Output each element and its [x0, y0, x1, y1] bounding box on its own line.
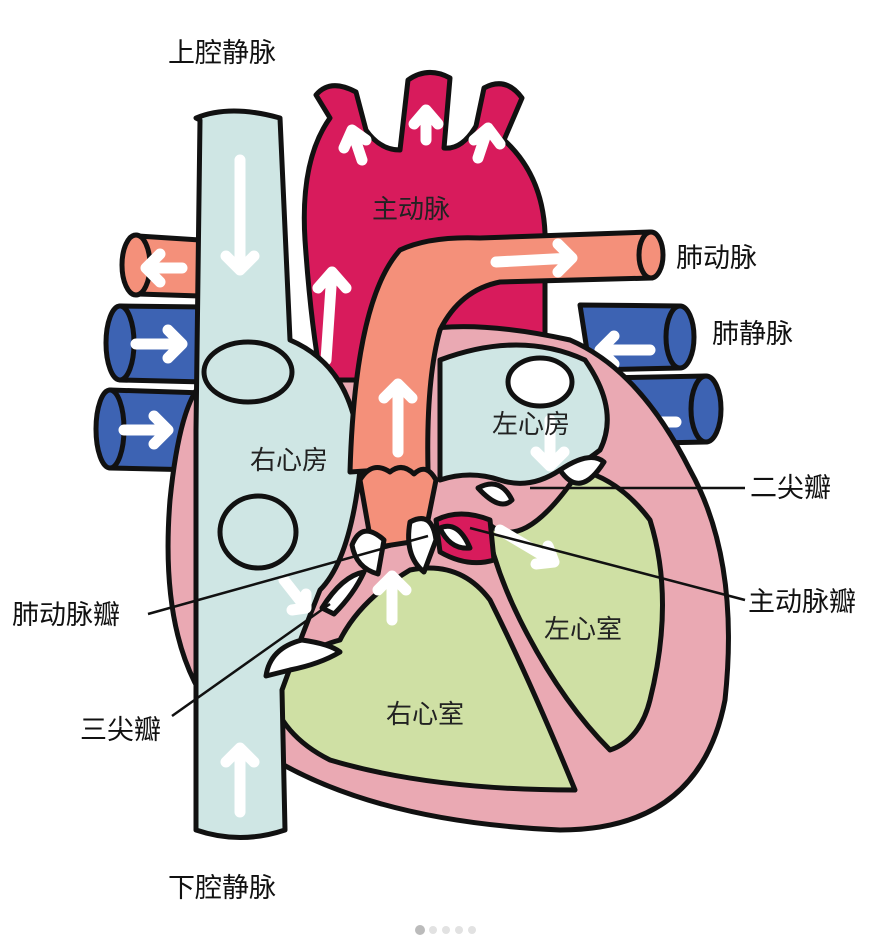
page-dot[interactable] — [468, 926, 476, 934]
aortic-valve — [433, 511, 497, 566]
page-indicator[interactable] — [415, 925, 476, 935]
aortic-valve-leader — [469, 526, 746, 602]
vena-cava — [193, 108, 363, 840]
label-aorta: 主动脉 — [372, 195, 450, 225]
left-atrium-opening — [505, 355, 575, 409]
pulmonary-valve — [349, 465, 439, 626]
label-pulmonary-vein: 肺静脉 — [712, 319, 793, 350]
page-dot[interactable] — [455, 926, 463, 934]
page-dot[interactable] — [442, 926, 450, 934]
mitral-valve — [475, 414, 607, 570]
left-pulmonary-artery-upper — [119, 232, 203, 299]
svc-opening — [201, 339, 295, 405]
label-aortic-valve: 主动脉瓣 — [748, 587, 856, 618]
right-ventricle-chamber — [267, 565, 578, 793]
label-pulmonary-valve: 肺动脉瓣 — [12, 600, 120, 631]
right-pulmonary-vein-upper — [577, 302, 697, 373]
label-ivc: 下腔静脉 — [168, 873, 276, 904]
left-pulmonary-vein-upper — [103, 303, 208, 385]
tricuspid-valve — [263, 569, 367, 679]
pulmonary-valve-leader — [147, 534, 429, 616]
page-dot[interactable] — [415, 925, 425, 935]
label-left-atrium: 左心房 — [492, 410, 570, 440]
label-tricuspid-valve: 三尖瓣 — [80, 715, 161, 746]
label-left-ventricle: 左心室 — [544, 615, 622, 645]
label-svc: 上腔静脉 — [168, 38, 276, 69]
tricuspid-valve-leader — [171, 602, 331, 718]
page-dot[interactable] — [429, 926, 437, 934]
label-pulmonary-artery: 肺动脉 — [676, 243, 757, 274]
label-right-atrium: 右心房 — [250, 446, 328, 476]
ivc-opening — [217, 493, 299, 571]
label-right-ventricle: 右心室 — [386, 700, 464, 730]
label-mitral-valve: 二尖瓣 — [750, 473, 831, 504]
